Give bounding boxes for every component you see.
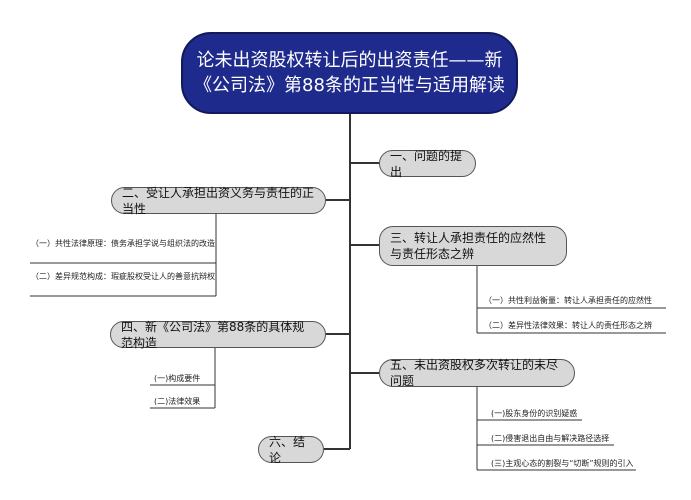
topic-5-label: 五、未出资股权多次转让的未尽问题 xyxy=(390,358,559,388)
central-topic-line-1: 论未出资股权转让后的出资责任——新 xyxy=(196,50,503,71)
central-topic[interactable]: 论未出资股权转让后的出资责任——新 《公司法》第88条的正当性与适用解读 xyxy=(181,32,518,114)
topic-5-subitem-3[interactable]: (三)主观心态的割裂与“切断”规则的引入 xyxy=(491,459,634,468)
topic-1-label: 一、问题的提出 xyxy=(390,148,463,179)
topic-5-subitem-1[interactable]: (一)股东身份的识别疑惑 xyxy=(491,409,578,418)
topic-3-subitem-2[interactable]: （二）差异性法律效果：转让人的责任形态之辨 xyxy=(484,321,652,330)
topic-3-subitem-1[interactable]: （一）共性利益衡量：转让人承担责任的应然性 xyxy=(484,296,652,305)
topic-1[interactable]: 一、问题的提出 xyxy=(379,148,476,179)
topic-2-label: 二、受让人承担出资义务与责任的正当性 xyxy=(122,185,315,216)
topic-3[interactable]: 三、转让人承担责任的应然性与责任形态之辨 xyxy=(379,226,567,266)
topic-4[interactable]: 四、新《公司法》第88条的具体规范构造 xyxy=(110,319,326,350)
topic-5[interactable]: 五、未出资股权多次转让的未尽问题 xyxy=(379,358,575,388)
topic-5-subitem-2[interactable]: (二)侵害退出自由与解决路径选择 xyxy=(491,434,610,443)
topic-6-label: 六、结论 xyxy=(269,434,306,465)
central-topic-line-2: 《公司法》第88条的正当性与适用解读 xyxy=(194,75,505,96)
topic-3-label: 三、转让人承担责任的应然性与责任形态之辨 xyxy=(390,231,547,261)
topic-2-subitem-2[interactable]: （二）差异规范构成：瑕疵股权受让人的善意抗辩权 xyxy=(31,272,215,281)
topic-6[interactable]: 六、结论 xyxy=(258,434,324,465)
topic-2[interactable]: 二、受让人承担出资义务与责任的正当性 xyxy=(111,185,326,216)
topic-2-subitem-1[interactable]: （一）共性法律原理：债务承担学说与组织法的改造 xyxy=(31,239,215,248)
topic-4-subitem-2[interactable]: (二)法律效果 xyxy=(154,397,201,406)
topic-4-subitem-1[interactable]: (一)构成要件 xyxy=(154,374,201,383)
topic-4-label: 四、新《公司法》第88条的具体规范构造 xyxy=(121,319,305,350)
